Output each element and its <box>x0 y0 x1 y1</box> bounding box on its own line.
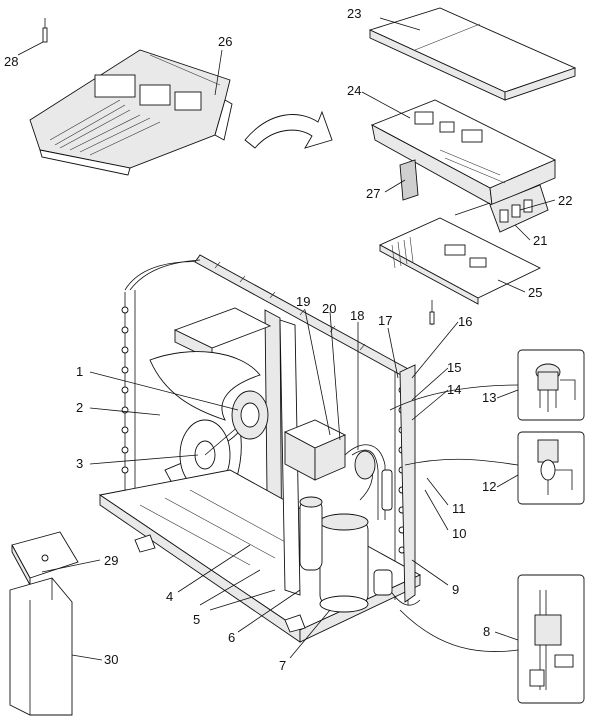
screw-28 <box>42 18 48 43</box>
callout-14: 14 <box>447 382 461 397</box>
side-panel-30 <box>9 577 73 716</box>
right-side-frame <box>399 364 416 603</box>
leader-4 <box>177 544 251 593</box>
leader-9 <box>411 559 449 586</box>
callout-25: 25 <box>528 285 542 300</box>
electric-box-assembled <box>29 49 233 176</box>
callout-15: 15 <box>447 360 461 375</box>
leader-15 <box>411 367 449 401</box>
leader-10 <box>424 489 449 531</box>
callout-24: 24 <box>347 83 361 98</box>
callout-8: 8 <box>483 624 490 639</box>
leader-29 <box>41 559 101 573</box>
callout-7: 7 <box>279 658 286 673</box>
condenser-coil <box>121 261 206 495</box>
screw-16 <box>429 300 435 325</box>
fan-motor <box>231 390 269 440</box>
callout-1: 1 <box>76 364 83 379</box>
leader-8 <box>494 631 519 641</box>
leader-27 <box>384 179 406 193</box>
electric-box-cover-23 <box>368 7 577 101</box>
leader-3 <box>89 454 199 465</box>
leader-7 <box>289 609 331 659</box>
callout-29: 29 <box>104 553 118 568</box>
callout-19: 19 <box>296 294 310 309</box>
inset-13-connector <box>389 384 519 411</box>
callout-11: 11 <box>452 501 466 516</box>
callout-26: 26 <box>218 34 232 49</box>
leader-30 <box>71 654 103 661</box>
leader-26 <box>214 49 223 96</box>
leader-17 <box>387 327 399 379</box>
inset-4way-valve-13 <box>517 349 585 421</box>
leader-28 <box>17 41 44 56</box>
callout-labels: 1 2 3 4 5 6 7 8 9 10 11 12 13 14 15 16 1… <box>4 6 572 673</box>
callout-5: 5 <box>193 612 200 627</box>
inset-valve-assembly-8 <box>517 574 585 704</box>
callout-23: 23 <box>347 6 361 21</box>
callout-28: 28 <box>4 54 18 69</box>
callout-2: 2 <box>76 400 83 415</box>
leader-21 <box>514 224 531 241</box>
pcb-board-25 <box>378 217 542 305</box>
leader-5b <box>209 589 276 611</box>
callout-22: 22 <box>558 193 572 208</box>
leader-1 <box>89 371 239 411</box>
callout-30: 30 <box>104 652 118 667</box>
leader-2 <box>89 407 161 416</box>
inset-expansion-valve-12 <box>517 431 585 505</box>
callout-13: 13 <box>482 390 496 405</box>
callout-18: 18 <box>350 308 364 323</box>
leader-14 <box>411 389 449 421</box>
callout-4: 4 <box>166 589 173 604</box>
leader-22 <box>519 199 556 211</box>
leader-13 <box>496 389 519 399</box>
leader-6 <box>237 589 301 633</box>
leader-25 <box>497 279 526 293</box>
callout-10: 10 <box>452 526 466 541</box>
callout-16: 16 <box>458 314 472 329</box>
terminal-block-21-22 <box>454 184 549 233</box>
reactor-box <box>283 419 347 481</box>
leader-23 <box>379 17 421 31</box>
top-cover-29 <box>11 531 79 586</box>
leader-16 <box>411 321 459 379</box>
leader-5a <box>199 569 261 606</box>
leader-24 <box>361 91 411 119</box>
callout-3: 3 <box>76 456 83 471</box>
callout-20: 20 <box>322 301 336 316</box>
coil-top-connector <box>129 259 201 291</box>
inset-12-connector <box>404 458 519 466</box>
callout-12: 12 <box>482 479 496 494</box>
leader-11 <box>426 477 449 506</box>
base-pan <box>98 469 421 643</box>
inset-8-connector <box>399 609 519 652</box>
callout-6: 6 <box>228 630 235 645</box>
leader-12 <box>496 474 519 488</box>
callout-27: 27 <box>366 186 380 201</box>
leader-20 <box>329 311 341 441</box>
electric-box-24 <box>370 99 557 206</box>
leader-lines <box>17 17 556 661</box>
callout-9: 9 <box>452 582 459 597</box>
compressor <box>299 496 369 613</box>
assembly-arrow <box>244 110 333 149</box>
callout-21: 21 <box>533 233 547 248</box>
leader-19 <box>304 309 331 436</box>
callout-17: 17 <box>378 313 392 328</box>
